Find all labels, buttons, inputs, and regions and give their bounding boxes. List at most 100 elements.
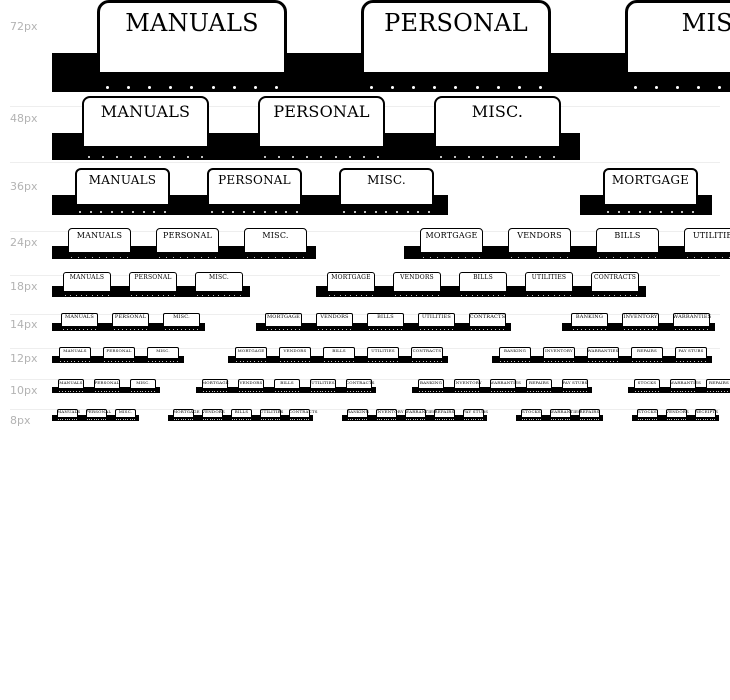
folder-tab: PERSONAL xyxy=(118,272,184,297)
tab-holes xyxy=(231,419,252,420)
tab-base-bar xyxy=(360,356,404,363)
tab-base-bar xyxy=(624,356,668,363)
tab-body xyxy=(376,409,397,418)
tab-body xyxy=(367,347,399,359)
tab-holes xyxy=(61,329,98,330)
tab-label: CONTRACTS xyxy=(346,380,375,385)
tab-label: MISC. xyxy=(118,409,133,414)
tab-holes xyxy=(367,361,399,362)
folder-tab: STOCKS xyxy=(632,409,661,421)
tab-holes xyxy=(86,419,107,420)
tab-holes xyxy=(235,361,267,362)
tab-holes xyxy=(274,391,300,392)
folder-tab: UTILITIES xyxy=(255,409,284,421)
tab-label: REPAIRS xyxy=(579,409,600,414)
tab-label: STOCKS xyxy=(637,380,657,385)
tab-body xyxy=(235,347,267,359)
tab-holes xyxy=(543,361,575,362)
folder-tab: VENDORS xyxy=(232,379,268,393)
folder-tab: MISC. xyxy=(124,379,160,393)
tab-label: REPAIRS xyxy=(637,348,657,353)
tab-body xyxy=(591,272,639,292)
tab-label: BILLS xyxy=(332,348,346,353)
row-divider xyxy=(10,231,720,232)
tab-base-bar xyxy=(545,415,574,421)
tab-label: MISC. xyxy=(367,173,406,187)
tab-body xyxy=(238,379,264,389)
tab-label: MANUALS xyxy=(57,409,81,414)
folder-tab: VENDORS xyxy=(492,228,580,259)
size-label: 36px xyxy=(10,180,38,193)
folder-tab: PERSONAL xyxy=(316,0,580,92)
folder-tab: WARRANTIES xyxy=(484,379,521,393)
tab-holes xyxy=(103,361,135,362)
folder-tab: UTILITIES xyxy=(514,272,580,297)
tab-body xyxy=(675,347,707,359)
tab-base-bar xyxy=(272,356,316,363)
folder-tab: CONTRACTS xyxy=(460,313,511,331)
tab-base-bar xyxy=(448,387,484,393)
folder-tab: WARRANTIES xyxy=(664,379,701,393)
tab-body xyxy=(163,313,200,327)
tab-body xyxy=(310,379,336,389)
tab-body xyxy=(463,409,484,418)
tab-body xyxy=(130,379,156,389)
tab-label: MISC. xyxy=(173,314,190,320)
tab-holes xyxy=(58,391,84,392)
tab-base-bar xyxy=(268,387,304,393)
tab-body xyxy=(361,0,551,75)
tab-holes xyxy=(327,295,375,296)
tab-label: INVENTORY xyxy=(376,409,404,414)
tab-body xyxy=(521,409,542,418)
tab-holes xyxy=(508,257,571,258)
tab-label: INVENTORY xyxy=(545,348,573,353)
tab-body xyxy=(625,0,730,75)
tab-body xyxy=(666,409,687,418)
tab-holes xyxy=(579,419,600,420)
folder-tab: WARRANTIES xyxy=(580,347,624,363)
tab-base-bar xyxy=(81,415,110,421)
tab-body xyxy=(207,168,302,206)
tab-body xyxy=(339,168,434,206)
folder-tab: CONTRACTS xyxy=(284,409,317,421)
tab-base-bar xyxy=(580,356,624,363)
folder-tab: MANUALS xyxy=(52,379,88,393)
folder-tab: VENDORS xyxy=(197,409,226,421)
tab-label: MANUALS xyxy=(76,231,123,240)
tab-body xyxy=(115,409,136,418)
tab-holes xyxy=(130,391,156,392)
folder-tab: PERSONAL xyxy=(103,313,154,331)
tab-label: REPAIRS xyxy=(434,409,455,414)
tab-label: PERSONAL xyxy=(163,231,212,240)
tab-base-bar xyxy=(492,356,536,363)
folder-tab: MORTGAGE xyxy=(316,272,382,297)
folder-tab: MANUALS xyxy=(52,228,140,259)
tab-holes xyxy=(75,211,170,213)
tab-holes xyxy=(434,156,561,158)
folder-tab: REPAIRS xyxy=(429,409,458,421)
folder-tab: WARRANTIES xyxy=(664,313,715,331)
tab-body xyxy=(347,409,368,418)
folder-tab: MISC. xyxy=(154,313,205,331)
tab-body xyxy=(670,379,696,389)
folder-tab: VENDORS xyxy=(382,272,448,297)
size-label: 72px xyxy=(10,20,38,33)
tab-holes xyxy=(57,419,78,420)
tab-body xyxy=(244,228,307,253)
tab-holes xyxy=(94,391,120,392)
tab-holes xyxy=(238,391,264,392)
tab-label: VENDORS xyxy=(283,348,307,353)
tab-body xyxy=(327,272,375,292)
tab-holes xyxy=(411,361,443,362)
tab-label: MORTGAGE xyxy=(202,380,229,385)
tab-base-bar xyxy=(52,356,96,363)
tab-label: VENDORS xyxy=(517,231,562,240)
tab-body xyxy=(434,409,455,418)
tab-body xyxy=(94,379,120,389)
tab-holes xyxy=(346,391,372,392)
folder-tab: MISC. xyxy=(404,96,580,160)
tab-label: BILLS xyxy=(234,409,249,414)
folder-tab: BILLS xyxy=(358,313,409,331)
tab-body xyxy=(459,272,507,292)
tab-body xyxy=(684,228,730,253)
